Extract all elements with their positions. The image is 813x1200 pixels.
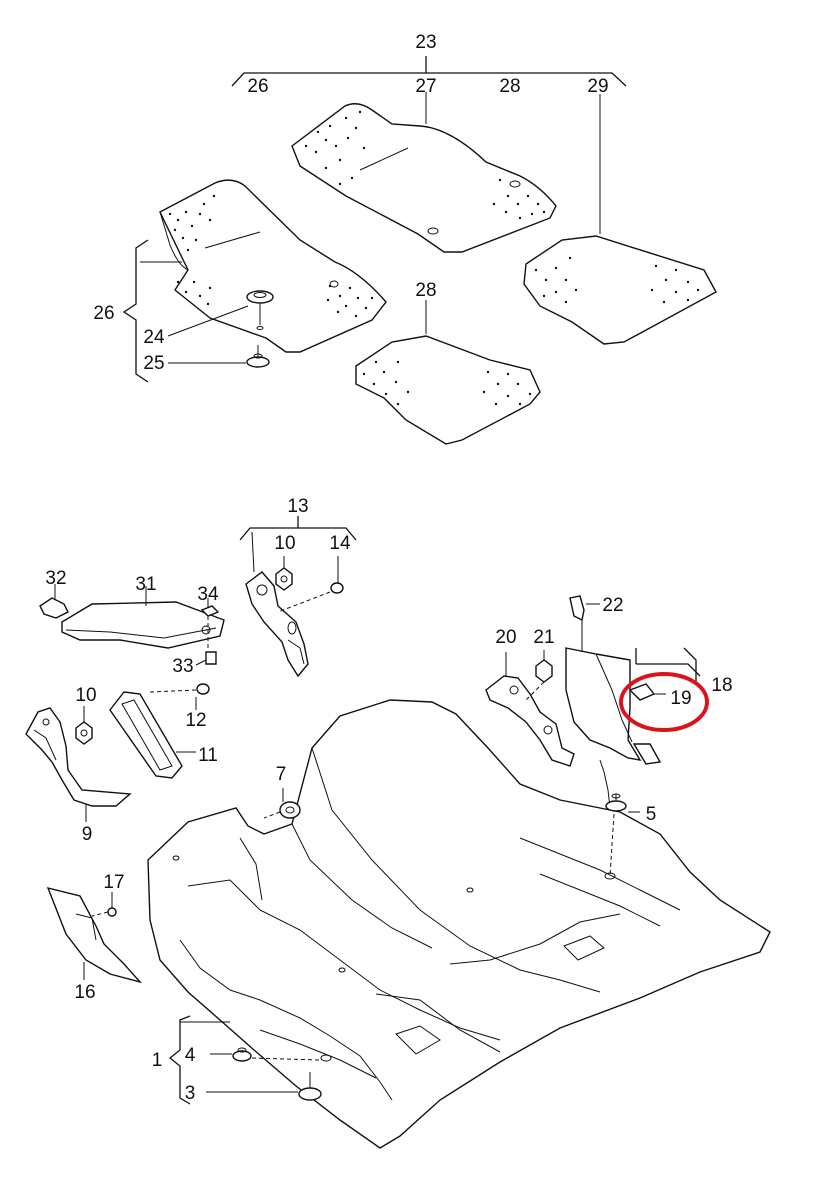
floor-mat-rear-left (355, 335, 541, 445)
label-17: 17 (103, 872, 124, 893)
fastener-7 (263, 788, 301, 819)
label-32: 32 (45, 568, 66, 589)
bracket-1 (168, 1015, 230, 1105)
label-12: 12 (185, 710, 206, 731)
pad-part-11 (109, 691, 196, 779)
bracket-13 (239, 516, 357, 584)
screw-14 (277, 582, 344, 613)
label-23: 23 (415, 32, 436, 53)
leader-lines-top (122, 92, 601, 383)
label-21: 21 (533, 627, 554, 648)
fastener-25 (246, 345, 270, 368)
fastener-24 (246, 290, 274, 330)
nut-10-top (275, 567, 293, 591)
label-31: 31 (135, 574, 156, 595)
floor-mat-front-right (291, 103, 557, 253)
label-18: 18 (711, 675, 732, 696)
screw-12 (149, 683, 210, 710)
floor-mat-front-left (159, 179, 387, 353)
fastener-4 (210, 1047, 321, 1062)
label-11: 11 (198, 745, 218, 766)
label-13: 13 (287, 496, 308, 517)
label-19: 19 (670, 688, 691, 709)
label-16: 16 (74, 982, 95, 1003)
label-26-left: 26 (93, 303, 114, 324)
fastener-3 (206, 1072, 322, 1101)
nut-10-left (75, 706, 93, 745)
label-10-left: 10 (75, 685, 96, 706)
label-14: 14 (329, 533, 351, 554)
clip-17 (91, 892, 117, 917)
panel-part-16 (46, 886, 143, 984)
label-27: 27 (415, 76, 436, 97)
nut-21 (525, 650, 553, 701)
clip-22 (569, 595, 600, 652)
bracket-23 (231, 56, 627, 87)
floor-carpet-part-1 (147, 699, 771, 1149)
highlight-ring-19 (619, 672, 709, 732)
trim-part-18 (565, 647, 701, 765)
label-25: 25 (143, 353, 164, 374)
cover-part-31 (61, 586, 225, 649)
fastener-5 (605, 793, 640, 877)
label-33: 33 (172, 656, 193, 677)
label-10-top: 10 (274, 533, 295, 554)
label-22: 22 (602, 595, 623, 616)
label-4: 4 (185, 1045, 196, 1066)
clip-34 (200, 598, 220, 648)
label-1: 1 (152, 1050, 163, 1071)
screw-33 (195, 651, 217, 666)
clip-19 (628, 683, 666, 701)
label-28-mid: 28 (415, 280, 436, 301)
floor-mat-rear-right (523, 235, 717, 345)
label-5: 5 (646, 804, 657, 825)
bracket-part-20 (485, 652, 575, 767)
label-24: 24 (143, 327, 165, 348)
callout-labels: 23 26 27 28 29 28 26 24 25 13 10 14 32 3… (45, 32, 732, 1104)
bracket-part-13 (245, 571, 309, 678)
label-29: 29 (587, 76, 608, 97)
label-7: 7 (276, 764, 287, 785)
label-26-top: 26 (247, 76, 268, 97)
label-20: 20 (495, 627, 516, 648)
label-28-top: 28 (499, 76, 520, 97)
clip-32 (39, 584, 69, 619)
label-34: 34 (197, 584, 219, 605)
label-9: 9 (82, 824, 93, 845)
label-3: 3 (185, 1083, 196, 1104)
bracket-part-9 (25, 707, 132, 822)
